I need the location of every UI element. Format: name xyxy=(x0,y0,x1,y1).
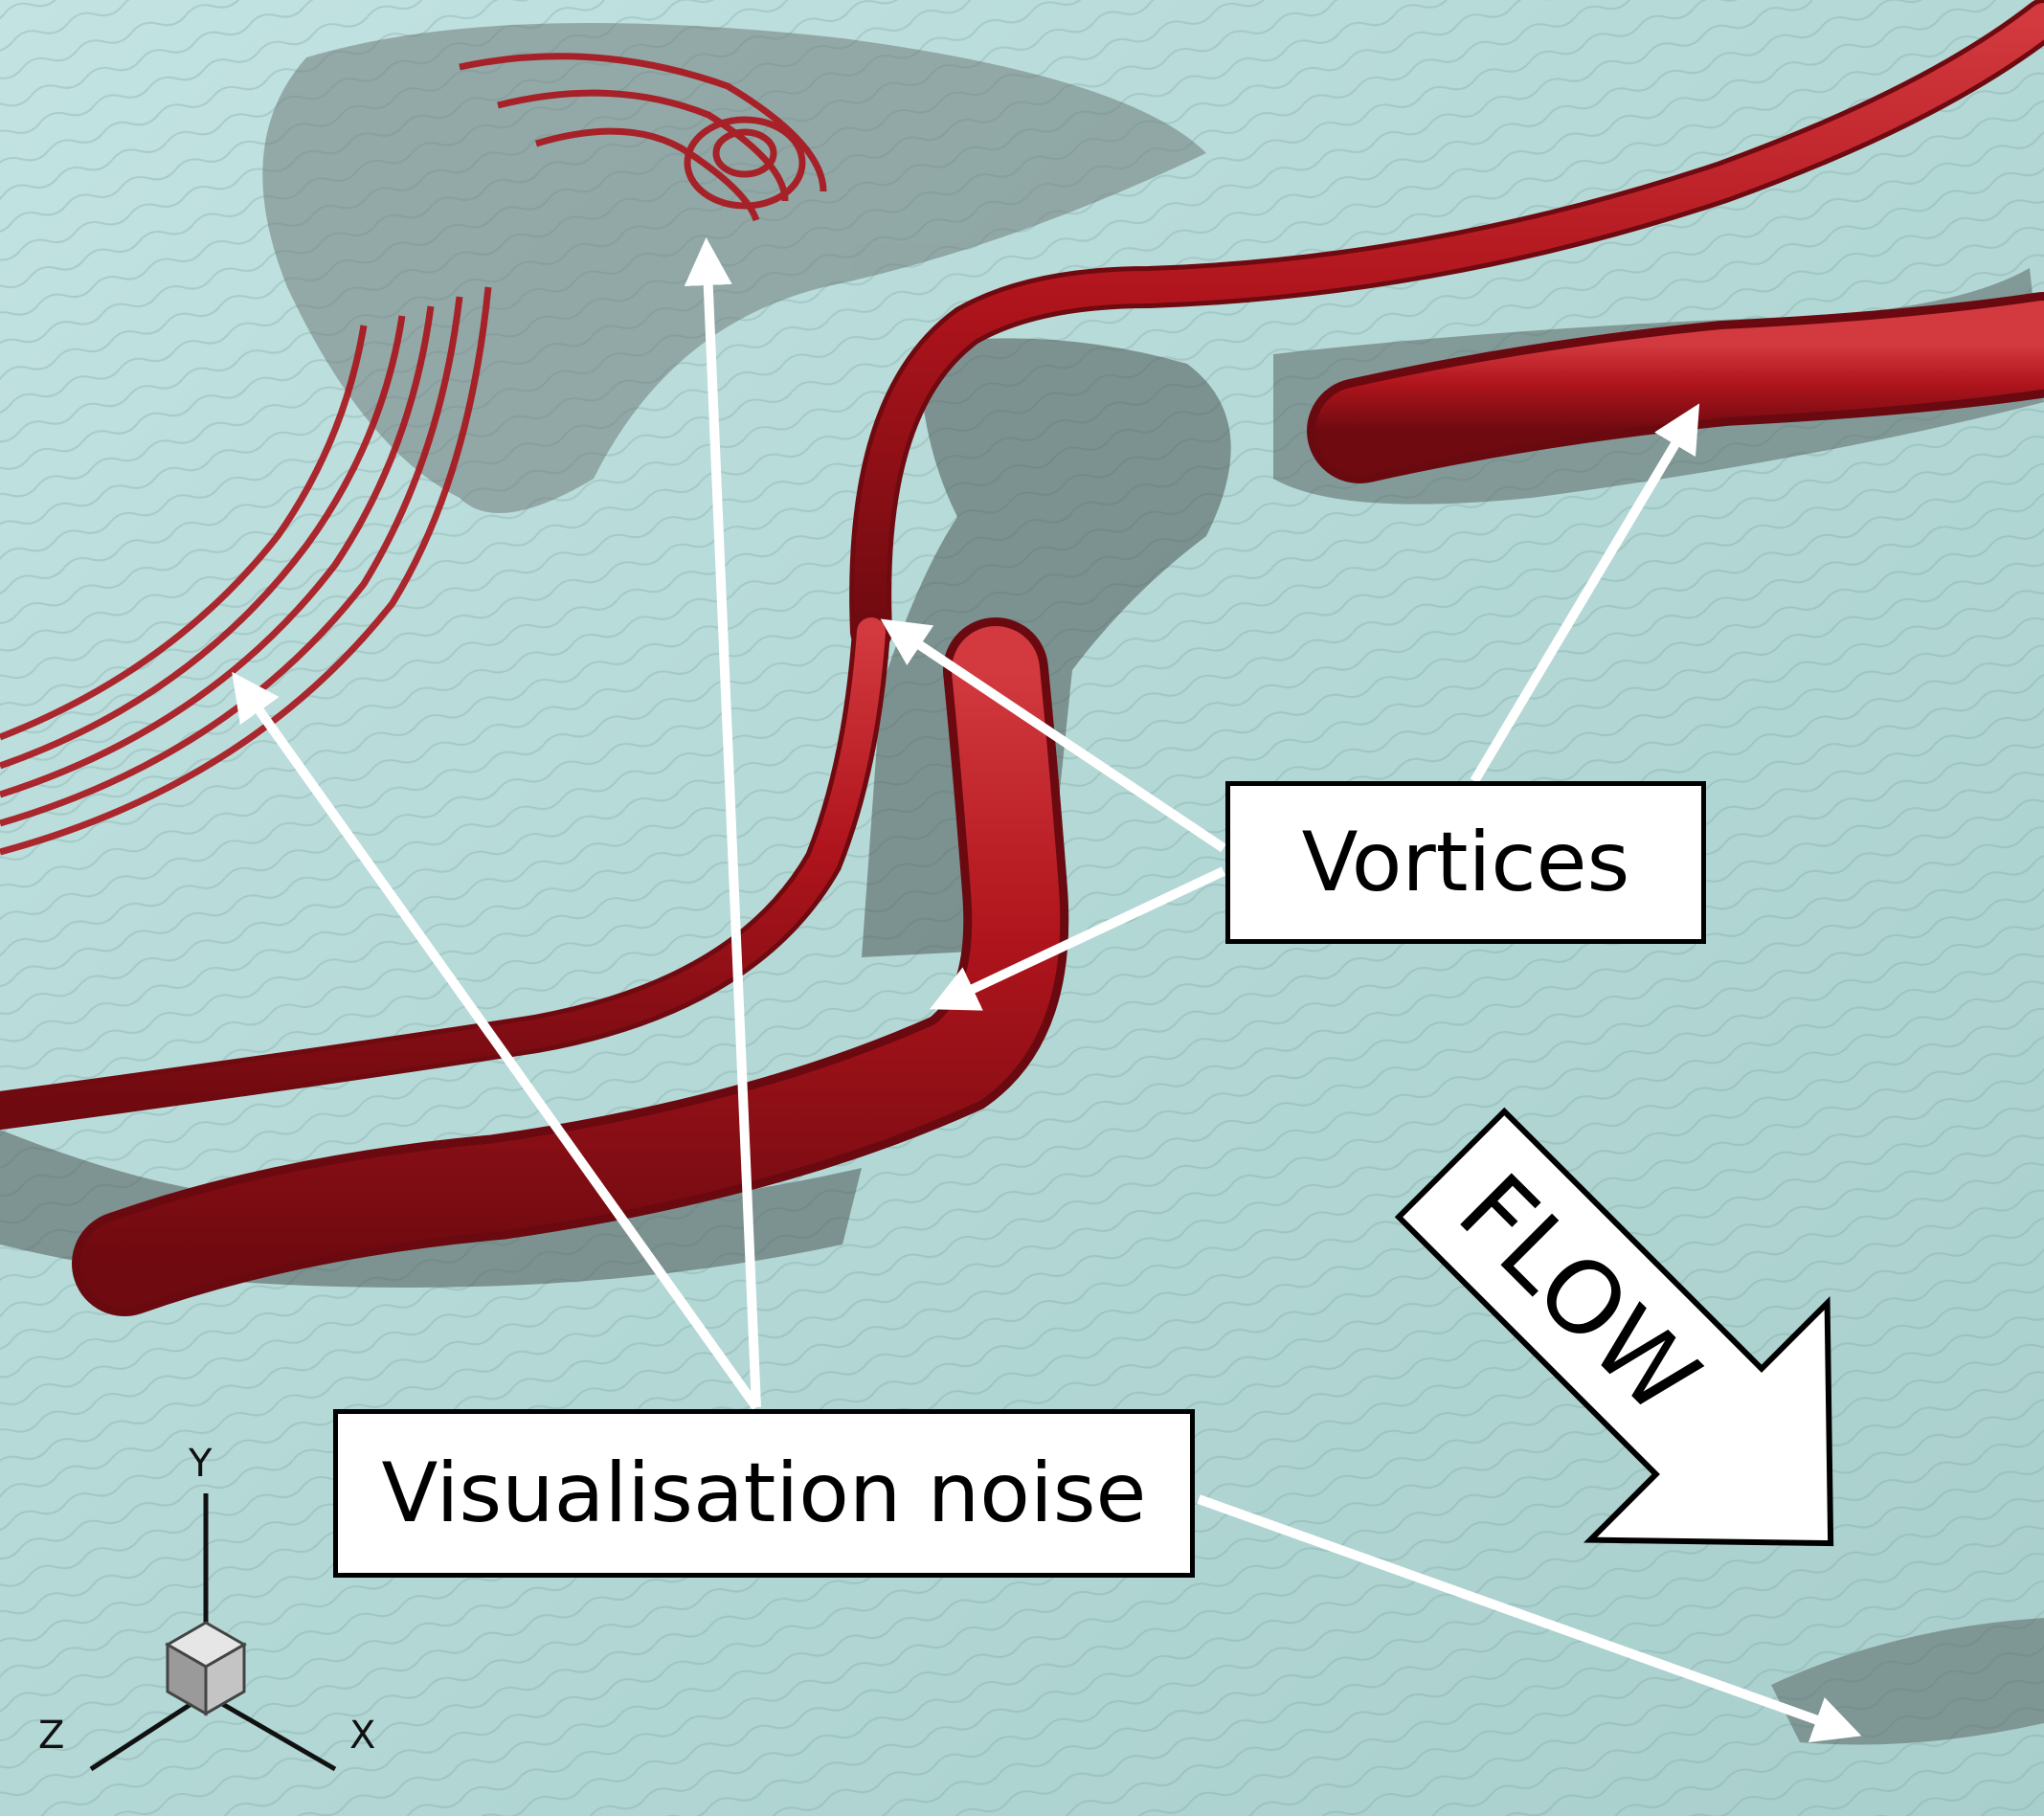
axis-label-x: X xyxy=(349,1714,376,1758)
arrow-vortices-lower xyxy=(929,866,1226,1011)
axis-label-z: Z xyxy=(38,1714,65,1758)
axis-label-y: Y xyxy=(189,1442,213,1486)
arrow-noise-right xyxy=(1197,1494,1862,1743)
orientation-cube-icon xyxy=(164,1621,248,1716)
vortex-tubes xyxy=(0,0,2044,1316)
arrow-noise-top xyxy=(684,237,761,1408)
arrow-noise-left xyxy=(232,671,761,1410)
vortices-label: Vortices xyxy=(1225,781,1706,944)
noise-rings xyxy=(0,53,827,856)
arrow-vortices-right xyxy=(1470,403,1700,784)
flow-arrow-shape xyxy=(1394,1107,1834,1547)
arrow-vortices-upper xyxy=(880,618,1226,853)
visualisation-noise-label: Visualisation noise xyxy=(333,1409,1195,1578)
annotation-arrows xyxy=(232,237,1862,1743)
